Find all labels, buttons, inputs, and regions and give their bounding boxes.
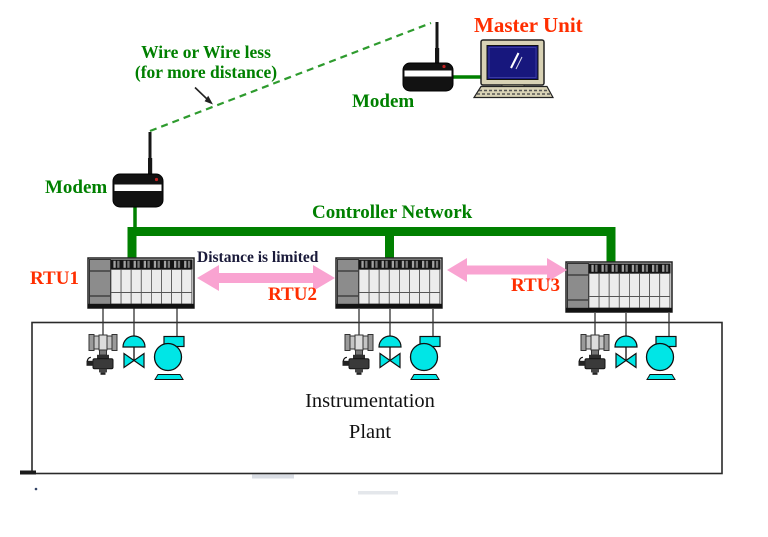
rtu3-label: RTU3: [511, 275, 560, 296]
distance-limited-label: Distance is limited: [197, 249, 319, 266]
wireless-note-line1: Wire or Wire less: [141, 42, 271, 62]
top-modem-label: Modem: [352, 91, 415, 112]
controller-network-label: Controller Network: [312, 202, 473, 223]
top-modem-icon: [402, 22, 454, 92]
wireless-link-note: Wire or Wire less (for more distance): [100, 42, 312, 82]
plant-label: Instrumentation Plant: [240, 386, 500, 448]
left-modem-label: Modem: [45, 177, 108, 198]
rtu1-rack-icon: [87, 257, 195, 310]
wireless-link-line: [149, 21, 432, 133]
left-modem-icon: [112, 132, 164, 208]
rtu1-label: RTU1: [30, 268, 79, 289]
io-wiring-lines: [102, 307, 670, 340]
plant-label-line2: Plant: [348, 421, 392, 443]
plant-label-line1: Instrumentation: [305, 390, 435, 412]
scan-artifacts: [20, 470, 398, 495]
master-unit-label: Master Unit: [474, 13, 583, 37]
wireless-note-line2: (for more distance): [134, 62, 278, 82]
distance-arrow-rtu2-rtu3: [447, 258, 567, 282]
rtu3-rack-icon: [565, 261, 673, 314]
annotation-arrow: [194, 86, 213, 105]
controller-network-bus: [127, 227, 616, 263]
distance-arrow-rtu1-rtu2: [197, 265, 335, 291]
rtu2-rack-icon: [335, 257, 443, 310]
rtu2-label: RTU2: [268, 284, 317, 305]
master-computer-icon: [472, 39, 555, 99]
